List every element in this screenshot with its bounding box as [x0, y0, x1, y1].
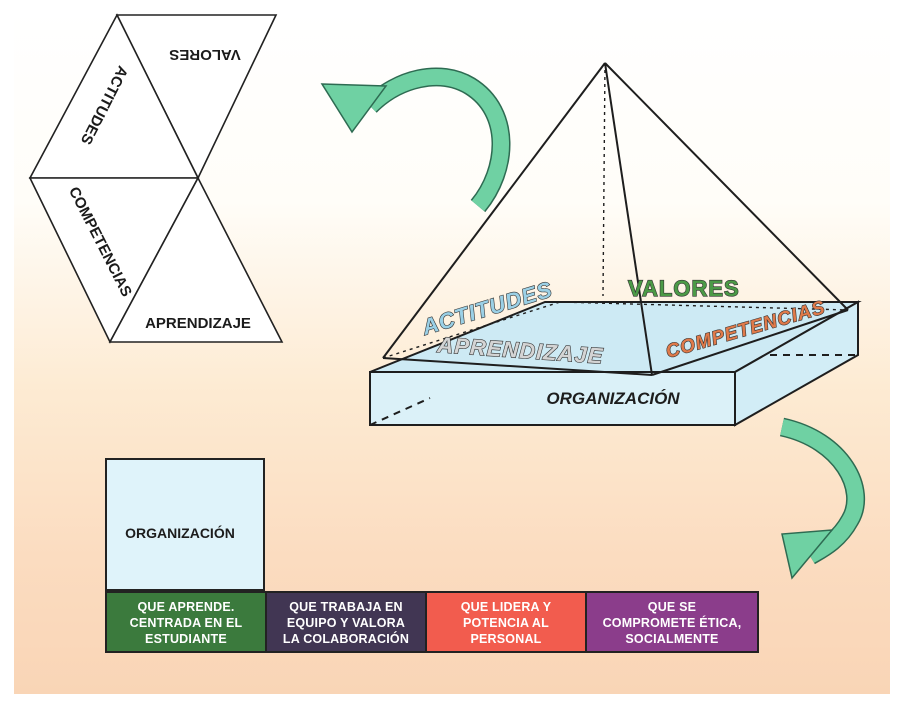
- organizacion-box-label: ORGANIZACIÓN: [125, 524, 235, 541]
- net-label-aprendizaje: APRENDIZAJE: [145, 315, 251, 332]
- quality-teamwork: QUE TRABAJA EN EQUIPO Y VALORA LA COLABO…: [265, 591, 427, 653]
- quality-leads-text: QUE LIDERA Y POTENCIA AL PERSONAL: [460, 599, 552, 646]
- quality-ethical-text: QUE SE COMPROMETE ÉTICA, SOCIALMENTE: [602, 599, 742, 646]
- quality-leads: QUE LIDERA Y POTENCIA AL PERSONAL: [425, 591, 587, 653]
- quality-teamwork-text: QUE TRABAJA EN EQUIPO Y VALORA LA COLABO…: [282, 599, 410, 646]
- net-label-valores: VALORES: [169, 46, 240, 63]
- quality-learns: QUE APRENDE. CENTRADA EN EL ESTUDIANTE: [105, 591, 267, 653]
- arrow-to-net: [320, 67, 511, 213]
- pyramid-net: [28, 13, 284, 344]
- slab-side-face: [734, 300, 859, 427]
- net-triangle-aprendizaje: [108, 176, 284, 343]
- arrow-to-qualities: [779, 417, 866, 580]
- slab-label-organizacion: ORGANIZACIÓN: [546, 389, 680, 408]
- pyramid-edges: [382, 62, 849, 376]
- quality-ethical: QUE SE COMPROMETE ÉTICA, SOCIALMENTE: [585, 591, 759, 653]
- organization-slab: [369, 300, 862, 427]
- qualities-row: QUE APRENDE. CENTRADA EN EL ESTUDIANTE Q…: [105, 591, 759, 653]
- quality-learns-text: QUE APRENDE. CENTRADA EN EL ESTUDIANTE: [129, 599, 243, 646]
- organizacion-box: ORGANIZACIÓN: [105, 458, 265, 591]
- pyramid-label-valores: VALORES: [628, 276, 740, 301]
